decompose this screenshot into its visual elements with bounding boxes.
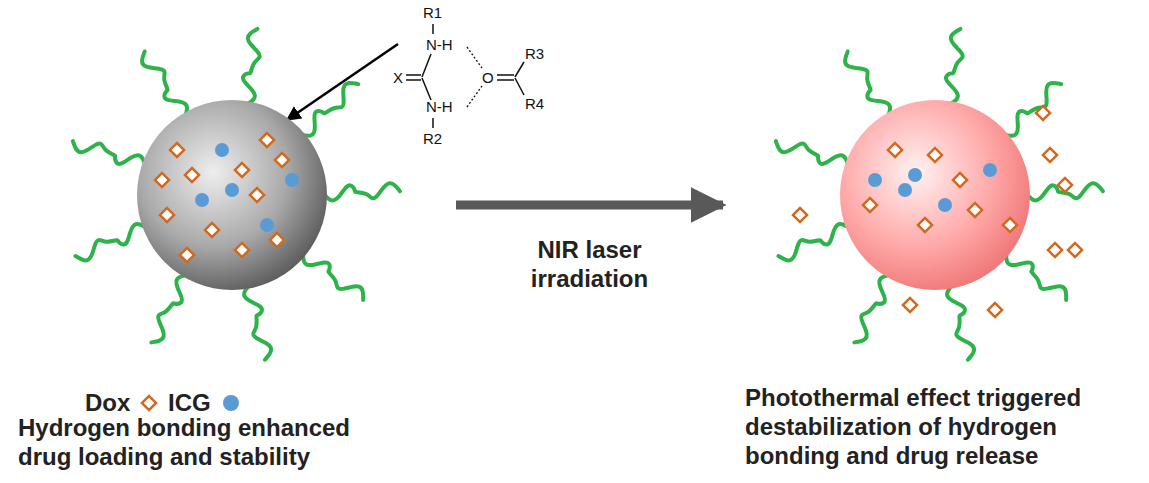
- polymer-chain: [303, 252, 363, 300]
- hydrogen-bond: [467, 47, 482, 107]
- particle-core: [840, 100, 1030, 290]
- dox-diamond: [260, 133, 274, 147]
- polymer-chain: [1006, 252, 1066, 300]
- icg-dot: [868, 173, 882, 187]
- dox-diamond: [185, 168, 199, 182]
- process-arrow: [456, 201, 723, 210]
- icg-dot: [908, 168, 922, 182]
- polymer-chain: [73, 141, 146, 166]
- legend-text: ICG: [168, 389, 211, 416]
- structure-label: N-H: [426, 98, 453, 115]
- legend-swatch-diamond: [142, 396, 156, 410]
- caption-text: Hydrogen bonding enhanced drug loading a…: [18, 413, 398, 471]
- dox-diamond: [1036, 106, 1050, 120]
- structure-label: R2: [423, 130, 442, 147]
- structure-label: R1: [423, 4, 442, 21]
- dox-diamond: [968, 203, 982, 217]
- icg-dot: [260, 218, 274, 232]
- dox-diamond: [988, 303, 1002, 317]
- icg-dot: [938, 198, 952, 212]
- structure-label: R4: [525, 95, 544, 112]
- dox-diamond: [270, 233, 284, 247]
- dox-diamond: [235, 163, 249, 177]
- icg-dot: [195, 193, 209, 207]
- polymer-chain: [142, 51, 187, 117]
- icg-dot: [215, 143, 229, 157]
- dox-diamond: [160, 208, 174, 222]
- edge-label: NIR laser irradiation: [485, 235, 695, 293]
- legend-swatch: [220, 392, 242, 414]
- structure-label: X: [393, 69, 403, 86]
- legend-item: Dox: [85, 388, 130, 417]
- dox-diamond: [903, 298, 917, 312]
- polymer-chain: [1003, 83, 1061, 136]
- bond-lines: [406, 24, 524, 128]
- nanoparticle: Photothermal effect triggered destabiliz…: [735, 0, 1145, 478]
- polymer-chain: [75, 224, 147, 260]
- structure-label: R3: [525, 45, 544, 62]
- dox-diamond: [1048, 243, 1062, 257]
- dox-diamond: [1043, 148, 1057, 162]
- polymer-chain: [244, 284, 271, 360]
- structure-label: N-H: [426, 36, 453, 53]
- polymer-chain: [776, 141, 849, 166]
- caption-text: Photothermal effect triggered destabiliz…: [745, 383, 1145, 470]
- icg-dot: [225, 183, 239, 197]
- particle-core: [137, 100, 327, 290]
- structure-label: O: [482, 69, 494, 86]
- dox-diamond: [1003, 218, 1017, 232]
- dox-diamond: [180, 248, 194, 262]
- dox-diamond: [155, 173, 169, 187]
- legend-text: Dox: [85, 389, 130, 416]
- dox-diamond: [170, 143, 184, 157]
- dox-diamond: [275, 153, 289, 167]
- polymer-chain: [323, 183, 400, 200]
- legend-item: ICG: [168, 388, 211, 417]
- dox-diamond: [1058, 178, 1072, 192]
- polymer-chain: [854, 275, 891, 342]
- dox-diamond: [235, 243, 249, 257]
- icg-dot: [285, 173, 299, 187]
- legend-swatch: [138, 392, 160, 414]
- polymer-chain: [243, 29, 260, 105]
- dox-diamond: [888, 143, 902, 157]
- polymer-chain: [300, 83, 358, 136]
- dox-diamond: [250, 188, 264, 202]
- dox-diamond: [928, 148, 942, 162]
- dox-diamond: [953, 173, 967, 187]
- icg-dot: [898, 183, 912, 197]
- icg-dot: [983, 163, 997, 177]
- polymer-chain: [845, 51, 890, 117]
- polymer-chain: [946, 29, 963, 105]
- dox-diamond: [205, 223, 219, 237]
- dox-diamond: [918, 218, 932, 232]
- dox-diamond: [863, 198, 877, 212]
- polymer-chain: [778, 224, 850, 260]
- polymer-chain: [947, 284, 974, 360]
- dox-diamond: [1068, 243, 1082, 257]
- dox-diamond: [793, 208, 807, 222]
- polymer-chain: [151, 275, 188, 342]
- legend-swatch-dot: [223, 395, 239, 411]
